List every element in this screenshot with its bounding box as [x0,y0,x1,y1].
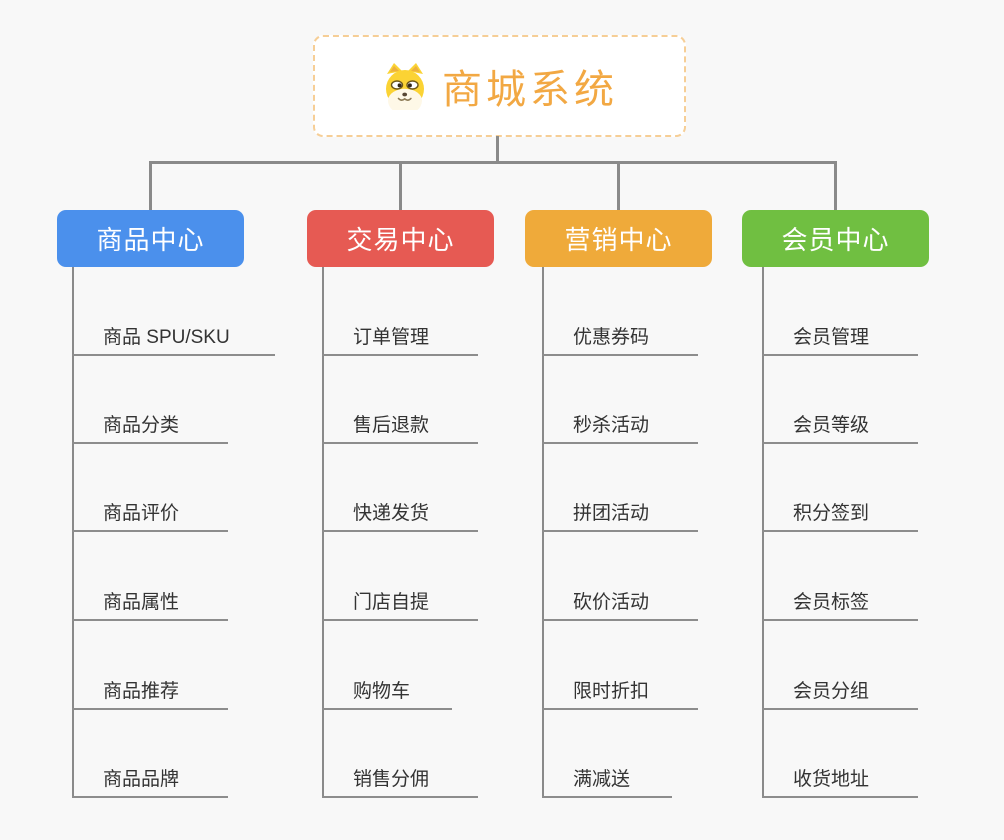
leaf-node[interactable]: 积分签到 [762,492,918,532]
branch-trunk [72,267,74,798]
branch-trunk [762,267,764,798]
branch-node-trade-center[interactable]: 交易中心 [307,210,494,267]
connector-root-stem [496,136,499,163]
leaf-node[interactable]: 商品分类 [72,404,228,444]
leaf-node[interactable]: 收货地址 [762,758,918,798]
leaf-node[interactable]: 商品 SPU/SKU [72,316,275,356]
leaf-node[interactable]: 购物车 [322,670,452,710]
leaf-node[interactable]: 商品评价 [72,492,228,532]
branch-trunk [542,267,544,798]
leaf-node[interactable]: 会员分组 [762,670,918,710]
leaf-node[interactable]: 会员管理 [762,316,918,356]
connector-drop [617,161,620,211]
connector-drop [834,161,837,211]
connector-drop [399,161,402,211]
leaf-node[interactable]: 销售分佣 [322,758,478,798]
connector-drop [149,161,152,211]
leaf-node[interactable]: 门店自提 [322,581,478,621]
branch-trunk [322,267,324,798]
branch-node-product-center[interactable]: 商品中心 [57,210,244,267]
leaf-node[interactable]: 售后退款 [322,404,478,444]
branch-node-member-center[interactable]: 会员中心 [742,210,929,267]
root-node[interactable]: 商城系统 [313,35,686,137]
leaf-node[interactable]: 会员等级 [762,404,918,444]
leaf-node[interactable]: 订单管理 [322,316,478,356]
leaf-node[interactable]: 优惠券码 [542,316,698,356]
connector-rail [149,161,837,164]
leaf-node[interactable]: 拼团活动 [542,492,698,532]
leaf-node[interactable]: 商品属性 [72,581,228,621]
leaf-node[interactable]: 商品推荐 [72,670,228,710]
leaf-node[interactable]: 会员标签 [762,581,918,621]
leaf-node[interactable]: 满减送 [542,758,672,798]
leaf-node[interactable]: 快递发货 [322,492,478,532]
root-title: 商城系统 [442,68,618,112]
doge-icon [386,63,424,110]
branch-node-marketing-center[interactable]: 营销中心 [525,210,712,267]
leaf-node[interactable]: 砍价活动 [542,581,698,621]
leaf-node[interactable]: 限时折扣 [542,670,698,710]
leaf-node[interactable]: 秒杀活动 [542,404,698,444]
leaf-node[interactable]: 商品品牌 [72,758,228,798]
